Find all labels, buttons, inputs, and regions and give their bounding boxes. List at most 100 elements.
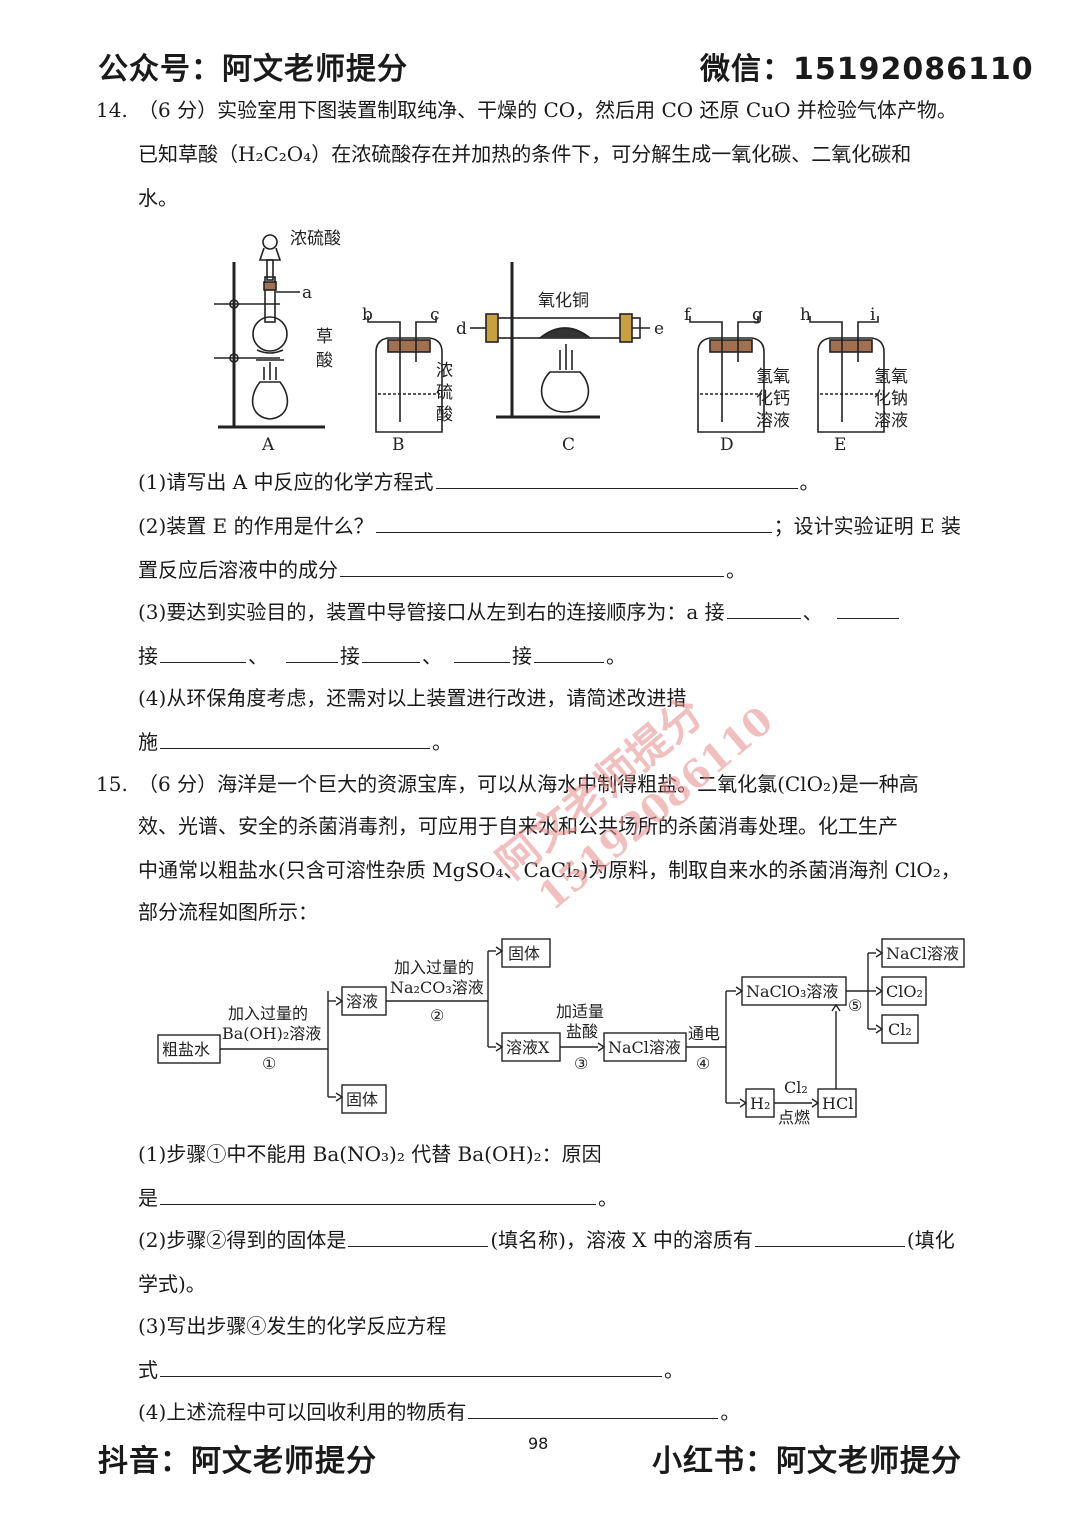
page-number: 98 [528,1434,549,1453]
label-d: d [456,319,467,339]
apparatus-figure: 浓硫酸 a 草 酸 b c 浓 硫 酸 氧化铜 d e f g h i 氢氧 化… [214,229,908,455]
q14-p1: (1)请写出 A 中反应的化学方程式。 [138,468,820,494]
q15-line1: （6 分）海洋是一个巨大的资源宝库，可以从海水中制得粗盐。二氧化氯(ClO₂)是… [138,772,919,796]
answer-blank[interactable] [340,556,724,577]
flow-step1-line1: 加入过量的 [228,1004,308,1023]
flow-h2: H₂ [750,1094,770,1113]
label-a: a [302,283,312,303]
flow-cl2-reagent: Cl₂ [784,1078,808,1097]
flow-naclo3-solution: NaClO₃溶液 [746,982,838,1001]
label-D: D [720,435,734,455]
flow-step3-line2: 盐酸 [566,1022,598,1041]
q14-p3: (3)要达到实验目的，装置中导管接口从左到右的连接顺序为：a 接、 [138,598,901,626]
q15-p2-cont: 学式)。 [138,1272,206,1296]
answer-blank[interactable] [454,642,510,663]
label-acid-top: 浓硫酸 [290,229,341,249]
label-e-1: 氢氧 [874,367,908,387]
label-g: g [752,305,763,325]
q15-p3-cont: 式。 [138,1356,684,1382]
q15-p2: (2)步骤②得到的固体是(填名称)，溶液 X 中的溶质有(填化 [138,1226,955,1252]
label-e-3: 溶液 [874,411,908,431]
q14-p4-cont: 施。 [138,728,452,754]
footer-left: 抖音：阿文老师提分 [98,1444,377,1479]
answer-blank[interactable] [468,1398,719,1419]
q15-p1: (1)步骤①中不能用 Ba(NO₃)₂ 代替 Ba(OH)₂：原因 [138,1142,602,1166]
answer-blank[interactable] [375,512,772,533]
q15-p3: (3)写出步骤④发生的化学反应方程 [138,1314,447,1338]
flow-crude-brine: 粗盐水 [162,1040,210,1059]
label-cuo: 氧化铜 [538,291,589,311]
label-E: E [834,435,846,455]
label-i: i [870,305,876,325]
q15-line2: 效、光谱、安全的杀菌消毒剂，可应用于自来水和公共场所的杀菌消毒处理。化工生产 [138,814,898,838]
q14-number: 14. [96,98,128,122]
flow-step2-number: ② [430,1006,444,1025]
flow-step4-number: ④ [696,1054,710,1073]
flow-hcl: HCl [822,1094,853,1113]
label-conc-b-2: 硫 [436,383,453,403]
label-conc-b-1: 浓 [436,361,453,381]
flow-step5-number: ⑤ [848,996,862,1015]
q14-line1: （6 分）实验室用下图装置制取纯净、干燥的 CO，然后用 CO 还原 CuO 并… [138,98,957,122]
answer-blank[interactable] [160,1184,596,1205]
process-flow-chart: 粗盐水 加入过量的 Ba(OH)₂溶液 ① 溶液 固体 加入过量的 Na₂CO₃… [157,938,965,1127]
flow-solid-2: 固体 [508,944,540,963]
flow-output-nacl: NaCl溶液 [886,944,959,963]
footer-right: 小红书：阿文老师提分 [652,1444,962,1479]
answer-blank[interactable] [160,1356,662,1377]
label-oxalic-2: 酸 [316,351,333,371]
flow-step2-line2: Na₂CO₃溶液 [390,978,484,997]
flow-nacl-solution: NaCl溶液 [608,1038,681,1057]
flow-step1-line2: Ba(OH)₂溶液 [222,1024,321,1043]
label-d-1: 氢氧 [756,367,790,387]
flow-step4-label: 通电 [688,1024,720,1043]
label-C: C [562,435,575,455]
q15-p4: (4)上述流程中可以回收利用的物质有。 [138,1398,741,1424]
label-conc-b-3: 酸 [436,405,453,425]
answer-blank[interactable] [348,1226,489,1247]
flow-solution: 溶液 [346,992,378,1011]
flow-solid-1: 固体 [346,1090,378,1109]
label-f: f [684,305,692,325]
label-e-2: 化钠 [874,389,908,409]
answer-blank[interactable] [754,1226,905,1247]
q14-line3: 水。 [138,186,178,210]
label-d-2: 化钙 [756,389,790,409]
label-h: h [800,305,811,325]
label-d-3: 溶液 [756,411,790,431]
header-right: 微信：15192086110 [700,52,1034,87]
header-left: 公众号：阿文老师提分 [98,52,408,87]
q15-number: 15. [96,772,128,796]
flow-solution-x: 溶液X [506,1038,550,1057]
label-A: A [261,435,275,455]
answer-blank[interactable] [435,468,798,489]
answer-blank[interactable] [534,642,604,663]
flow-ignite-label: 点燃 [778,1108,810,1127]
label-oxalic-1: 草 [316,327,333,347]
q15-line3: 中通常以粗盐水(只含可溶性杂质 MgSO₄、CaCl₂)为原料，制取自来水的杀菌… [138,858,961,882]
label-e: e [654,319,664,339]
q14-p2: (2)装置 E 的作用是什么？；设计实验证明 E 装 [138,512,961,538]
answer-blank[interactable] [362,642,420,663]
label-b: b [362,305,373,325]
watermark-text-2: 15192086110 [529,697,780,918]
answer-blank[interactable] [160,728,430,749]
flow-output-clo2: ClO₂ [886,982,923,1001]
answer-blank[interactable] [160,642,246,663]
label-B: B [392,435,405,455]
answer-blank[interactable] [286,642,338,663]
label-c: c [430,305,440,325]
flow-step1-number: ① [262,1054,276,1073]
q14-p4: (4)从环保角度考虑，还需对以上装置进行改进，请简述改进措 [138,686,687,710]
flow-output-cl2: Cl₂ [888,1020,912,1039]
q15-p1-cont: 是。 [138,1184,618,1210]
q15-line4: 部分流程如图所示： [138,900,318,924]
answer-blank[interactable] [726,598,801,619]
flow-step2-line1: 加入过量的 [394,958,474,977]
answer-blank[interactable] [836,598,899,619]
q14-p2-cont: 置反应后溶液中的成分。 [138,556,746,582]
flow-step3-number: ③ [574,1054,588,1073]
q14-line2: 已知草酸（H₂C₂O₄）在浓硫酸存在并加热的条件下，可分解生成一氧化碳、二氧化碳… [138,142,912,166]
flow-step3-line1: 加适量 [556,1002,604,1021]
q14-p3-cont: 接、接、接。 [138,642,626,668]
